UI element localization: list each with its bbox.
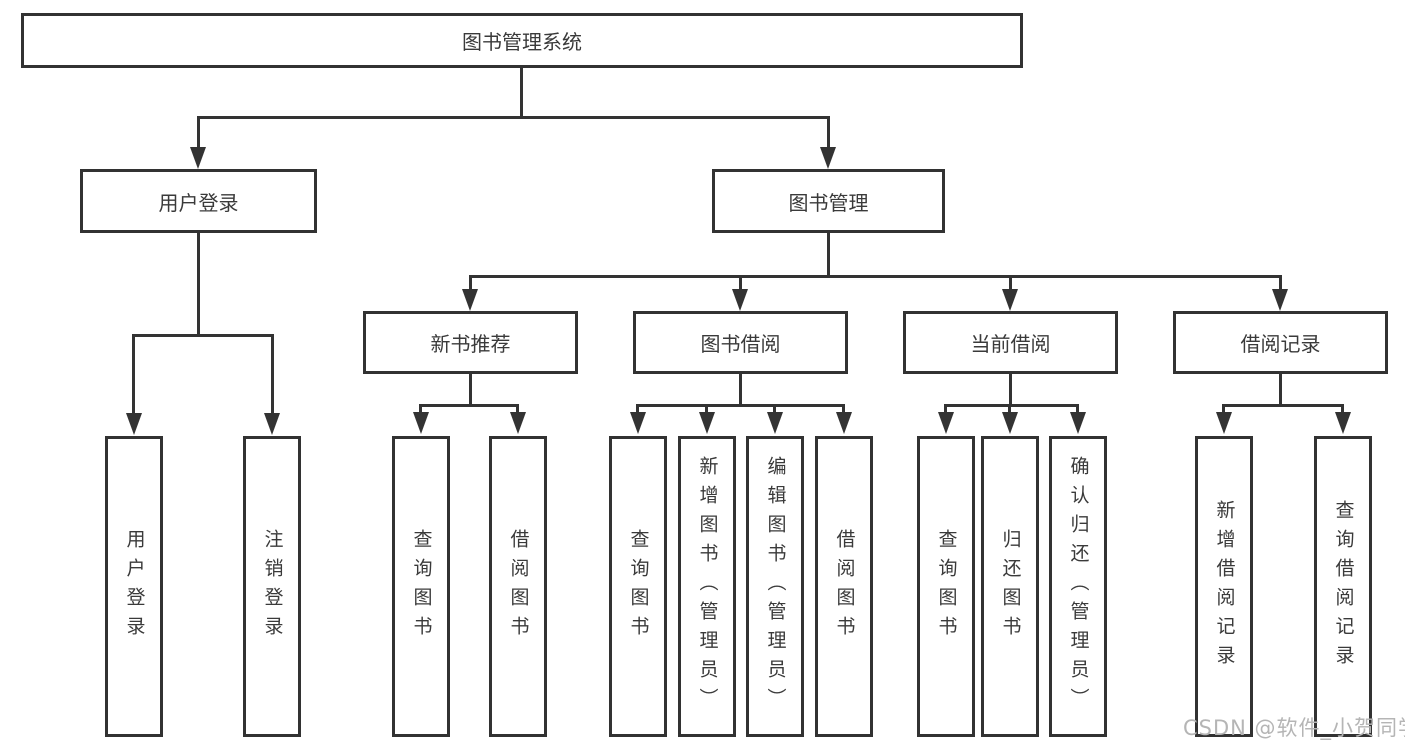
arrow-down-icon — [264, 413, 280, 435]
arrow-down-icon — [699, 412, 715, 434]
connector-book-borrowing-branch-line — [636, 404, 845, 407]
node-label: 图书管理 — [788, 190, 869, 215]
node-label: 编辑图书（管理员） — [764, 456, 787, 717]
connector-arrow-shaft-line — [1279, 275, 1282, 293]
arrow-down-icon — [938, 412, 954, 434]
connector-arrow-shaft-line — [773, 404, 776, 416]
arrow-down-icon — [413, 412, 429, 434]
node-label: 确认归还（管理员） — [1067, 456, 1090, 717]
connector-arrow-shaft-line — [1341, 404, 1344, 416]
connector-arrow-shaft-line — [419, 404, 422, 416]
connector-arrow-shaft-line — [1008, 404, 1011, 416]
node-label: 新增图书（管理员） — [696, 456, 719, 717]
connector-book-borrowing-trunk-line — [739, 374, 742, 407]
node-label: 借阅记录 — [1240, 332, 1321, 356]
connector-arrow-shaft-line — [1009, 275, 1012, 293]
leaf-borrow-books-2: 借阅图书 — [815, 436, 873, 737]
connector-current-borrowing-branch-line — [944, 404, 1079, 407]
node-borrowing-records: 借阅记录 — [1173, 311, 1388, 374]
node-label: 查询借阅记录 — [1332, 499, 1355, 674]
arrow-down-icon — [732, 289, 748, 311]
leaf-borrow-books: 借阅图书 — [489, 436, 547, 737]
connector-user-login-trunk-line — [197, 233, 200, 337]
leaf-logout: 注销登录 — [243, 436, 301, 737]
node-label: 用户登录 — [158, 190, 239, 215]
node-library-management-system: 图书管理系统 — [21, 13, 1023, 68]
node-label: 图书借阅 — [700, 332, 781, 356]
connector-arrow-shaft-line — [197, 116, 200, 150]
connector-level3-branch-line — [469, 275, 1281, 278]
arrow-down-icon — [1272, 289, 1288, 311]
connector-borrowing-records-trunk-line — [1279, 374, 1282, 407]
arrow-down-icon — [820, 147, 836, 169]
watermark: CSDN @软件_小贺同学 — [1183, 716, 1405, 740]
arrow-down-icon — [1070, 412, 1086, 434]
node-new-book-recommend: 新书推荐 — [363, 311, 578, 374]
node-current-borrowing: 当前借阅 — [903, 311, 1118, 374]
leaf-query-books-3: 查询图书 — [917, 436, 975, 737]
connector-arrow-shaft-line — [132, 334, 135, 416]
connector-user-login-branch-line — [133, 334, 273, 337]
node-user-login: 用户登录 — [80, 169, 317, 233]
node-label: 当前借阅 — [970, 332, 1051, 356]
arrow-down-icon — [190, 147, 206, 169]
leaf-user-login: 用户登录 — [105, 436, 163, 737]
leaf-confirm-return-admin: 确认归还（管理员） — [1049, 436, 1107, 737]
node-label: 查询图书 — [410, 528, 433, 645]
node-label: 新书推荐 — [430, 332, 511, 356]
arrow-down-icon — [767, 412, 783, 434]
connector-arrow-shaft-line — [516, 404, 519, 416]
connector-arrow-shaft-line — [842, 404, 845, 416]
arrow-down-icon — [1002, 412, 1018, 434]
connector-root-trunk-line — [520, 68, 523, 119]
arrow-down-icon — [462, 289, 478, 311]
leaf-edit-book-admin: 编辑图书（管理员） — [746, 436, 804, 737]
leaf-return-books: 归还图书 — [981, 436, 1039, 737]
arrow-down-icon — [1335, 412, 1351, 434]
connector-arrow-shaft-line — [271, 334, 274, 416]
connector-arrow-shaft-line — [469, 275, 472, 293]
node-label: 借阅图书 — [507, 528, 530, 645]
leaf-query-borrow-record: 查询借阅记录 — [1314, 436, 1372, 737]
connector-arrow-shaft-line — [705, 404, 708, 416]
node-label: 归还图书 — [999, 528, 1022, 645]
connector-arrow-shaft-line — [944, 404, 947, 416]
connector-borrowing-records-branch-line — [1222, 404, 1344, 407]
arrow-down-icon — [126, 413, 142, 435]
connector-current-borrowing-trunk-line — [1009, 374, 1012, 407]
node-label: 新增借阅记录 — [1213, 499, 1236, 674]
node-book-management: 图书管理 — [712, 169, 945, 233]
connector-new-book-branch-line — [419, 404, 519, 407]
node-label: 查询图书 — [935, 528, 958, 645]
leaf-query-books-2: 查询图书 — [609, 436, 667, 737]
connector-arrow-shaft-line — [1076, 404, 1079, 416]
arrow-down-icon — [630, 412, 646, 434]
node-label: 借阅图书 — [833, 528, 856, 645]
arrow-down-icon — [510, 412, 526, 434]
node-label: 用户登录 — [123, 528, 146, 645]
leaf-add-book-admin: 新增图书（管理员） — [678, 436, 736, 737]
node-label: 注销登录 — [261, 528, 284, 645]
connector-arrow-shaft-line — [827, 116, 830, 150]
leaf-query-books: 查询图书 — [392, 436, 450, 737]
connector-level2-branch-line — [197, 116, 830, 119]
node-label: 查询图书 — [627, 528, 650, 645]
connector-book-management-trunk-line — [827, 233, 830, 278]
connector-new-book-trunk-line — [469, 374, 472, 407]
node-label: 图书管理系统 — [462, 30, 582, 54]
connector-arrow-shaft-line — [739, 275, 742, 293]
arrow-down-icon — [1002, 289, 1018, 311]
connector-arrow-shaft-line — [636, 404, 639, 416]
connector-arrow-shaft-line — [1222, 404, 1225, 416]
leaf-add-borrow-record: 新增借阅记录 — [1195, 436, 1253, 737]
arrow-down-icon — [836, 412, 852, 434]
node-book-borrowing: 图书借阅 — [633, 311, 848, 374]
arrow-down-icon — [1216, 412, 1232, 434]
